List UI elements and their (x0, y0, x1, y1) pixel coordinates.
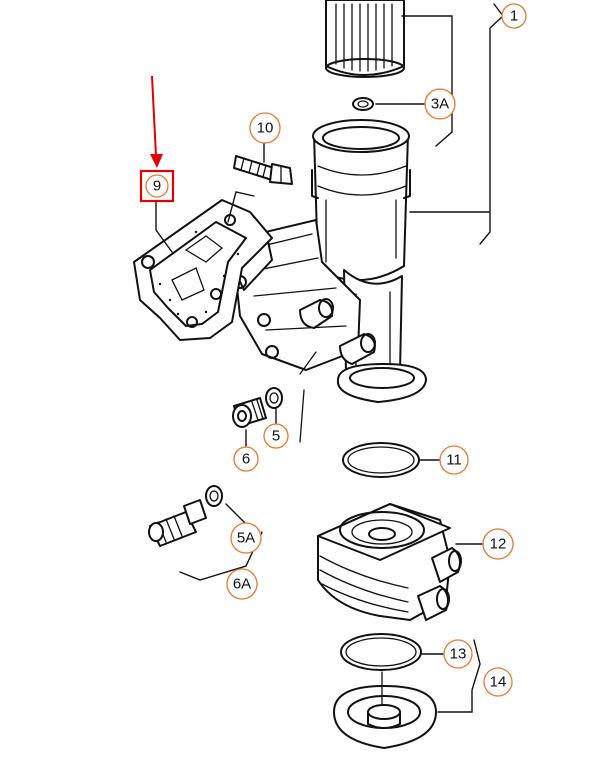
callout-13-label: 13 (450, 646, 467, 663)
seal-5a (205, 485, 223, 507)
callout-6a: 6A (226, 568, 258, 600)
bolt-10 (233, 155, 293, 185)
callouts: 1 3A 10 9 5 6 11 12 (139, 3, 527, 697)
callout-9-highlighted: 9 (139, 169, 175, 203)
flange-14 (333, 671, 437, 749)
o-ring-3a (352, 97, 374, 111)
callout-9-label: 9 (153, 178, 161, 195)
callout-5a-label: 5A (237, 530, 255, 547)
o-ring-13 (340, 633, 422, 671)
callout-10: 10 (249, 112, 281, 144)
callout-6-label: 6 (242, 451, 250, 468)
callout-5a: 5A (230, 522, 262, 554)
callout-11: 11 (439, 445, 469, 475)
callout-3a-label: 3A (431, 96, 449, 113)
callout-13: 13 (443, 639, 473, 669)
housing-base (299, 351, 427, 443)
callout-1: 1 (501, 3, 527, 29)
callout-6: 6 (233, 446, 259, 472)
callout-14-label: 14 (490, 674, 507, 691)
leader-lines (155, 3, 504, 713)
callout-1-label: 1 (510, 8, 518, 25)
filter-element (325, 0, 405, 78)
callout-5-label: 5 (272, 428, 280, 445)
callout-12: 12 (482, 528, 514, 560)
callout-6a-label: 6A (233, 576, 251, 593)
callout-11-label: 11 (446, 452, 462, 469)
callout-5: 5 (263, 423, 289, 449)
filter-housing (311, 119, 411, 379)
callout-3a: 3A (424, 88, 456, 120)
callout-14: 14 (483, 667, 513, 697)
highlight-arrow (150, 75, 163, 168)
callout-10-label: 10 (257, 120, 274, 137)
oil-cooler-12 (317, 503, 462, 621)
seal-5 (265, 387, 283, 409)
gasket-9 (133, 199, 273, 341)
plug-6 (232, 397, 267, 428)
o-ring-11 (342, 442, 420, 478)
pressure-switch-6a (148, 499, 207, 547)
callout-12-label: 12 (490, 536, 507, 553)
